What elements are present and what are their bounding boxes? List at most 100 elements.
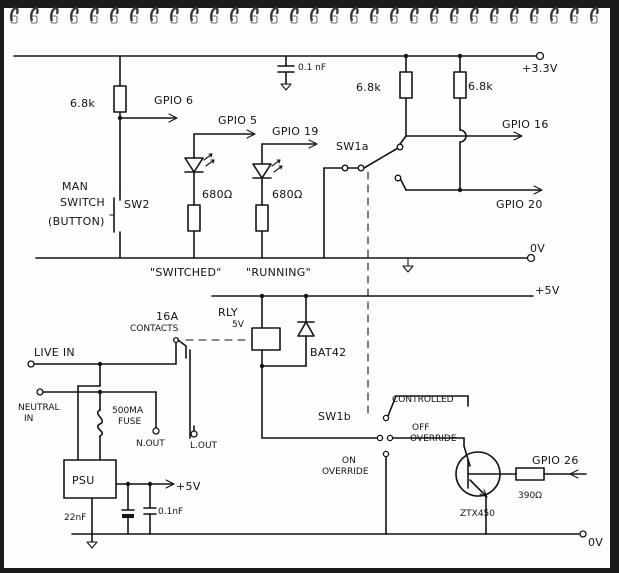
label-sw2: SW2 xyxy=(124,198,150,211)
binding-ring xyxy=(9,6,19,22)
notebook-page xyxy=(4,8,610,568)
capacitor-electrolytic xyxy=(122,514,134,518)
capacitor-top xyxy=(277,55,295,91)
l-out-line xyxy=(190,425,198,438)
binding-ring xyxy=(349,6,359,22)
label-sw1a: SW1a xyxy=(336,140,369,153)
label-fuse: 500MA xyxy=(112,406,144,416)
binding-ring xyxy=(49,6,59,22)
label-bat42: BAT42 xyxy=(310,346,346,359)
label-ztx450: ZTX450 xyxy=(460,509,495,519)
binding-ring xyxy=(269,6,279,22)
rail-3v3 xyxy=(13,51,545,61)
ground-icon-0v xyxy=(402,257,414,273)
binding-ring xyxy=(329,6,339,22)
label-gpio19: GPIO 19 xyxy=(272,125,319,138)
binding-ring xyxy=(429,6,439,22)
label-n-out: N.OUT xyxy=(136,439,165,449)
sw1b-switch xyxy=(376,395,469,535)
binding-ring xyxy=(389,6,399,22)
binding-ring xyxy=(189,6,199,22)
sw1a-switch xyxy=(323,53,543,259)
ground-icon xyxy=(280,83,292,91)
label-r-sw1a-right: 6.8k xyxy=(468,80,493,93)
relay-coil xyxy=(251,295,379,439)
label-off-override: OVERRIDE xyxy=(410,434,457,444)
label-gpio26: GPIO 26 xyxy=(532,454,579,467)
binding-ring xyxy=(169,6,179,22)
neutral-in-line xyxy=(36,388,160,461)
label-live-in: LIVE IN xyxy=(34,346,75,359)
binding-ring xyxy=(29,6,39,22)
binding-ring xyxy=(249,6,259,22)
label-on-override: OVERRIDE xyxy=(322,467,369,477)
label-22nf: 22nF xyxy=(64,513,86,523)
label-01nf: 0.1nF xyxy=(158,507,183,517)
binding-ring xyxy=(509,6,519,22)
label-fuse-2: FUSE xyxy=(118,417,141,427)
binding-ring xyxy=(549,6,559,22)
live-in-line xyxy=(27,342,177,461)
label-running: "RUNNING" xyxy=(246,266,311,279)
binding-ring xyxy=(289,6,299,22)
label-r-led2: 680Ω xyxy=(272,188,303,201)
label-gpio16: GPIO 16 xyxy=(502,118,549,131)
rail-0v-bottom xyxy=(71,530,587,549)
binding-ring xyxy=(449,6,459,22)
led-switched-branch xyxy=(184,129,256,259)
label-3v3: +3.3V xyxy=(522,62,558,75)
label-psu: PSU xyxy=(72,474,95,487)
label-controlled: CONTROLLED xyxy=(392,395,454,405)
binding-ring xyxy=(489,6,499,22)
label-neutral-in: NEUTRAL xyxy=(18,403,60,413)
binding-ring xyxy=(309,6,319,22)
binding-ring xyxy=(589,6,599,22)
label-gpio5: GPIO 5 xyxy=(218,114,257,127)
binding-ring xyxy=(69,6,79,22)
label-r-base: 390Ω xyxy=(518,491,542,501)
label-neutral-in-2: IN xyxy=(24,414,33,424)
led-running-icon xyxy=(252,163,272,179)
man-switch-branch xyxy=(109,55,178,259)
label-switched: "SWITCHED" xyxy=(150,266,222,279)
binding-ring xyxy=(409,6,419,22)
label-gpio20: GPIO 20 xyxy=(496,198,543,211)
binding-ring xyxy=(129,6,139,22)
binding-ring xyxy=(569,6,579,22)
led-switched-icon xyxy=(184,157,204,173)
label-off: OFF xyxy=(412,423,429,433)
label-gpio6: GPIO 6 xyxy=(154,94,193,107)
binding-ring xyxy=(229,6,239,22)
label-on: ON xyxy=(342,456,356,466)
led-running-branch xyxy=(252,139,318,259)
relay-coil-box xyxy=(251,327,281,351)
label-r-sw1a-left: 6.8k xyxy=(356,81,381,94)
binding-ring xyxy=(529,6,539,22)
ground-icon-psu xyxy=(86,541,98,549)
binding-ring xyxy=(89,6,99,22)
label-l-out: L.OUT xyxy=(190,441,218,451)
label-contacts: CONTACTS xyxy=(130,324,179,334)
fuse-icon xyxy=(96,409,104,437)
label-0v-top: 0V xyxy=(530,242,545,255)
binding-ring xyxy=(369,6,379,22)
label-5v-top: +5V xyxy=(535,284,560,297)
label-man: MAN xyxy=(62,180,88,193)
relay-contacts xyxy=(172,336,251,439)
spiral-binding xyxy=(9,6,599,24)
label-rly-voltage: 5V xyxy=(232,320,245,330)
binding-ring xyxy=(469,6,479,22)
label-5v-psu: +5V xyxy=(176,480,201,493)
label-sw1b: SW1b xyxy=(318,410,351,423)
label-r-man: 6.8k xyxy=(70,97,95,110)
label-0v-bottom: 0V xyxy=(588,536,603,549)
label-c-top: 0.1 nF xyxy=(298,63,326,73)
binding-ring xyxy=(149,6,159,22)
rail-0v-top xyxy=(35,253,536,263)
transistor-ztx450 xyxy=(455,437,587,535)
label-r-led1: 680Ω xyxy=(202,188,233,201)
label-man-switch: SWITCH xyxy=(60,196,105,209)
label-rly: RLY xyxy=(218,306,238,319)
psu-block xyxy=(63,459,175,535)
